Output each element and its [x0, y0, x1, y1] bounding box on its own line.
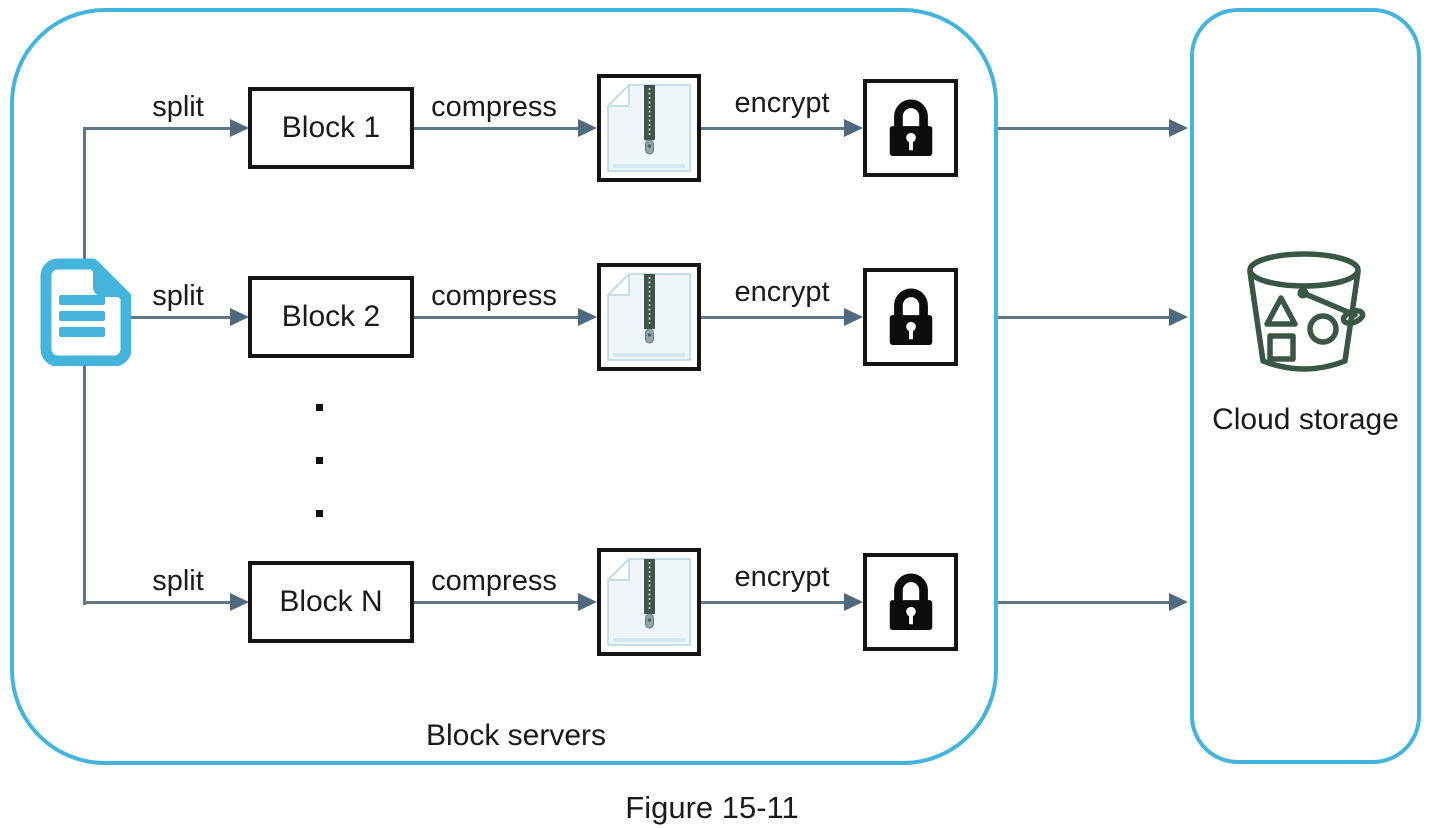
lock-icon — [863, 268, 958, 366]
block-n-label: Block N — [279, 585, 383, 618]
encrypt-label: encrypt — [734, 87, 830, 119]
zip-file-icon — [597, 74, 701, 182]
encrypt-arrowhead-icon — [844, 308, 863, 326]
compress-label: compress — [431, 565, 557, 597]
compress-arrowhead-icon — [578, 119, 597, 137]
zip-file-icon — [597, 548, 701, 656]
to-cloud-arrow-line — [998, 316, 1170, 319]
split-label: split — [152, 280, 204, 312]
split-arrowhead-icon — [230, 593, 249, 611]
split-arrow-line — [84, 601, 231, 604]
split-arrowhead-icon — [230, 119, 249, 137]
block-2-box: Block 2 — [248, 276, 414, 358]
ellipsis-dot — [316, 404, 323, 411]
zip-file-icon — [597, 263, 701, 371]
split-connector-vertical-line — [83, 127, 86, 605]
split-arrow-line — [84, 127, 231, 130]
ellipsis-dot — [316, 457, 323, 464]
encrypt-label: encrypt — [734, 276, 830, 308]
cloud-storage-label: Cloud storage — [1212, 403, 1399, 436]
compress-arrowhead-icon — [578, 593, 597, 611]
compress-label: compress — [431, 91, 557, 123]
encrypt-arrowhead-icon — [844, 119, 863, 137]
lock-icon — [863, 79, 958, 177]
block-servers-container — [10, 8, 998, 765]
to-cloud-arrowhead-icon — [1169, 593, 1188, 611]
to-cloud-arrowhead-icon — [1169, 308, 1188, 326]
compress-arrow-line — [414, 127, 579, 130]
to-cloud-arrow-line — [998, 601, 1170, 604]
compress-arrowhead-icon — [578, 308, 597, 326]
split-label: split — [152, 91, 204, 123]
encrypt-label: encrypt — [734, 561, 830, 593]
to-cloud-arrow-line — [998, 127, 1170, 130]
block-1-box: Block 1 — [248, 87, 414, 169]
document-icon — [36, 258, 132, 367]
split-arrowhead-icon — [230, 308, 249, 326]
ellipsis-dot — [316, 510, 323, 517]
block-servers-label: Block servers — [425, 719, 607, 752]
encrypt-arrowhead-icon — [844, 593, 863, 611]
compress-arrow-line — [414, 316, 579, 319]
storage-bucket-icon — [1243, 249, 1367, 385]
figure-caption: Figure 15-11 — [625, 790, 799, 825]
to-cloud-arrowhead-icon — [1169, 119, 1188, 137]
compress-arrow-line — [414, 601, 579, 604]
block-1-label: Block 1 — [281, 111, 381, 144]
block-2-label: Block 2 — [281, 300, 381, 333]
split-arrow-line — [131, 316, 231, 319]
encrypt-arrow-line — [701, 316, 845, 319]
encrypt-arrow-line — [701, 601, 845, 604]
compress-label: compress — [431, 280, 557, 312]
cloud-storage-container — [1190, 8, 1421, 764]
split-label: split — [152, 565, 204, 597]
block-n-box: Block N — [248, 561, 414, 643]
lock-icon — [863, 553, 958, 651]
encrypt-arrow-line — [701, 127, 845, 130]
